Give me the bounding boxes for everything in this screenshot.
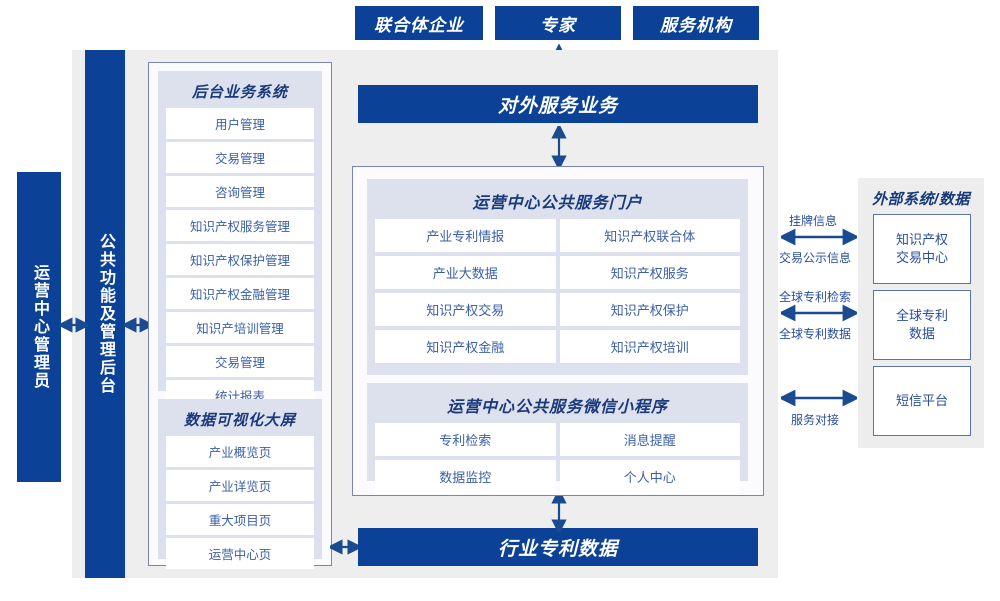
list-item[interactable]: 运营中心页 (166, 538, 314, 569)
group-title-dashboard: 数据可视化大屏 (183, 412, 296, 429)
arrow-to-ip-exchange-center (781, 228, 857, 246)
list-item[interactable]: 产业概览页 (166, 436, 314, 467)
arrow-service-to-portal (551, 126, 567, 168)
list-item[interactable]: 重大项目页 (166, 504, 314, 535)
list-item[interactable]: 知识产权服务 (559, 256, 740, 289)
actor-box-service-agency[interactable]: 服务机构 (633, 6, 759, 40)
backend-systems-panel: 后台业务系统 用户管理 交易管理 咨询管理 知识产权服务管理 知识产权保护管理 … (148, 62, 332, 569)
vertical-bar-operations-admin[interactable]: 运营中心管理员 (17, 172, 61, 482)
connector-label-below: 服务对接 (791, 413, 840, 427)
list-item[interactable]: 用户管理 (166, 108, 314, 139)
arrow-to-global-patent-data (781, 304, 857, 322)
list-item[interactable]: 知识产权保护 (559, 293, 740, 326)
group-title-portal: 运营中心公共服务门户 (472, 195, 643, 212)
external-system-box[interactable]: 知识产权 交易中心 (873, 214, 971, 284)
group-backend-business-system: 后台业务系统 用户管理 交易管理 咨询管理 知识产权服务管理 知识产权保护管理 … (158, 71, 322, 411)
external-system-line1: 知识产权 (895, 232, 948, 248)
arrow-portal-to-industry-data (551, 492, 567, 532)
external-system-line2: 交易中心 (895, 250, 948, 265)
group-title-backend: 后台业务系统 (191, 84, 288, 101)
external-service-business-bar[interactable]: 对外服务业务 (358, 85, 758, 123)
list-item[interactable]: 知识产权金融管理 (166, 278, 314, 309)
list-item[interactable]: 知识产权金融 (375, 330, 556, 363)
arrow-common-to-backend (124, 317, 152, 333)
vertical-bar-common-backend[interactable]: 公共功能及管理后台 (85, 50, 125, 578)
industry-patent-data-bar[interactable]: 行业专利数据 (358, 528, 758, 566)
list-item[interactable]: 知识产权培训 (559, 330, 740, 363)
list-item[interactable]: 产业专利情报 (375, 219, 556, 252)
list-item[interactable]: 消息提醒 (559, 423, 740, 456)
group-public-service-portal: 运营中心公共服务门户 产业专利情报 知识产权联合体 产业大数据 知识产权服务 知… (367, 179, 748, 375)
external-system-box[interactable]: 短信平台 (873, 366, 971, 436)
list-item[interactable]: 知识产权保护管理 (166, 244, 314, 275)
connector-label-above: 全球专利检索 (779, 290, 852, 304)
list-item[interactable]: 知识产权交易 (375, 293, 556, 326)
arrow-dashboard-to-industry-data (330, 539, 360, 555)
external-system-line1: 全球专利 (895, 308, 948, 324)
external-systems-title: 外部系统/数据 (872, 191, 970, 208)
external-system-box[interactable]: 全球专利 数据 (873, 290, 971, 360)
actor-box-consortium[interactable]: 联合体企业 (355, 6, 483, 40)
list-item[interactable]: 知识产权联合体 (559, 219, 740, 252)
list-item[interactable]: 知识产培训管理 (166, 312, 314, 343)
public-service-panel: 运营中心公共服务门户 产业专利情报 知识产权联合体 产业大数据 知识产权服务 知… (352, 166, 764, 496)
arrow-to-sms-platform (781, 389, 857, 407)
external-system-line2: 数据 (908, 326, 935, 341)
list-item[interactable]: 咨询管理 (166, 176, 314, 207)
list-item[interactable]: 数据监控 (375, 460, 556, 493)
group-title-miniprogram: 运营中心公共服务微信小程序 (446, 399, 668, 416)
actor-box-expert[interactable]: 专家 (495, 6, 621, 40)
list-item[interactable]: 交易管理 (166, 142, 314, 173)
arrow-admin-to-common (60, 317, 88, 333)
connector-label-above: 挂牌信息 (789, 214, 838, 228)
external-system-line1: 短信平台 (895, 393, 948, 409)
group-data-visualization-dashboard: 数据可视化大屏 产业概览页 产业详览页 重大项目页 运营中心页 (158, 399, 322, 569)
connector-label-below: 交易公示信息 (779, 251, 852, 265)
list-item[interactable]: 产业详览页 (166, 470, 314, 501)
list-item[interactable]: 产业大数据 (375, 256, 556, 289)
external-systems-panel: 外部系统/数据 知识产权 交易中心 全球专利 数据 短信平台 (858, 178, 984, 448)
group-wechat-miniprogram: 运营中心公共服务微信小程序 专利检索 消息提醒 数据监控 个人中心 (367, 383, 748, 493)
list-item[interactable]: 交易管理 (166, 346, 314, 377)
list-item[interactable]: 个人中心 (559, 460, 740, 493)
list-item[interactable]: 知识产权服务管理 (166, 210, 314, 241)
list-item[interactable]: 专利检索 (375, 423, 556, 456)
connector-label-below: 全球专利数据 (779, 327, 852, 341)
